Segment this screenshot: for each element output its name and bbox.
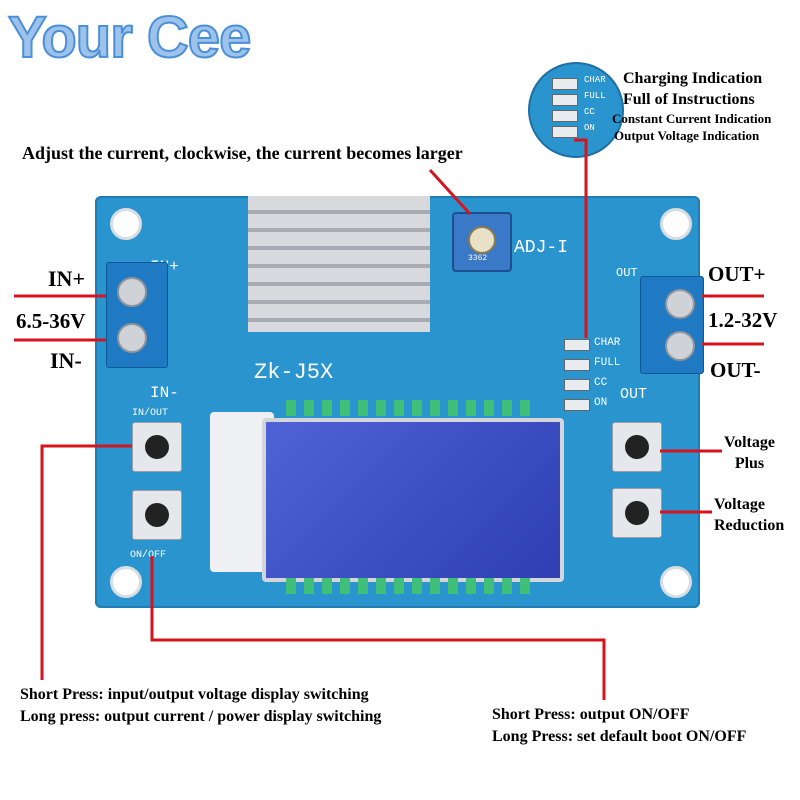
led-char bbox=[564, 339, 590, 351]
silk-out-2: OUT bbox=[620, 386, 648, 403]
voltage-reduction-button[interactable] bbox=[612, 488, 662, 538]
full-of-instructions-label: Full of Instructions bbox=[623, 91, 755, 108]
mounting-hole bbox=[110, 566, 142, 598]
button-cap[interactable] bbox=[145, 503, 169, 527]
long-press-right: Long Press: set default boot ON/OFF bbox=[492, 728, 747, 745]
heatsink bbox=[248, 196, 430, 332]
led-on bbox=[564, 399, 590, 411]
input-terminal bbox=[106, 262, 168, 368]
output-voltage-indication-label: Output Voltage Indication bbox=[614, 128, 760, 143]
zoom-led-label-char: CHAR bbox=[584, 75, 606, 85]
zoom-led-on bbox=[552, 126, 578, 138]
voltage-plus-button[interactable] bbox=[612, 422, 662, 472]
silk-out: OUT bbox=[616, 266, 638, 280]
on-off-button[interactable] bbox=[132, 490, 182, 540]
mounting-hole bbox=[660, 208, 692, 240]
pot-code: 3362 bbox=[468, 254, 488, 263]
adjust-current-label: Adjust the current, clockwise, the curre… bbox=[22, 143, 463, 163]
screw-icon bbox=[665, 289, 695, 319]
zoom-led-cc bbox=[552, 110, 578, 122]
lcd-pins-bottom bbox=[286, 578, 536, 594]
in-plus-label: IN+ bbox=[48, 266, 85, 291]
in-out-button[interactable] bbox=[132, 422, 182, 472]
silk-on-off: ON/OFF bbox=[130, 550, 167, 561]
screw-icon bbox=[117, 277, 147, 307]
silk-in-out: IN/OUT bbox=[132, 408, 169, 419]
output-terminal bbox=[640, 276, 704, 374]
led-label-full: FULL bbox=[594, 357, 621, 369]
button-cap[interactable] bbox=[625, 435, 649, 459]
led-label-cc: CC bbox=[594, 377, 608, 389]
constant-current-label: Constant Current Indication bbox=[612, 111, 772, 126]
voltage-plus-label: Voltage Plus bbox=[724, 434, 775, 472]
silk-adj: ADJ-I bbox=[514, 238, 569, 258]
pot-knob-icon[interactable] bbox=[468, 226, 496, 254]
short-press-right: Short Press: output ON/OFF bbox=[492, 706, 690, 723]
silk-in-minus: IN- bbox=[150, 384, 179, 402]
lcd-display bbox=[262, 418, 564, 582]
long-press-left: Long press: output current / power displ… bbox=[20, 708, 382, 725]
voltage-reduction-label: Voltage Reduction bbox=[714, 496, 785, 534]
zoom-led-char bbox=[552, 78, 578, 90]
in-minus-label: IN- bbox=[50, 348, 82, 373]
zoom-led-label-full: FULL bbox=[584, 91, 606, 101]
button-cap[interactable] bbox=[145, 435, 169, 459]
out-plus-label: OUT+ bbox=[708, 262, 766, 286]
zoom-led-label-on: ON bbox=[584, 123, 595, 133]
screw-icon bbox=[117, 323, 147, 353]
current-potentiometer[interactable]: 3362 bbox=[452, 212, 512, 272]
output-range-label: 1.2-32V bbox=[708, 308, 778, 332]
mounting-hole bbox=[660, 566, 692, 598]
led-zoom-circle: CHAR FULL CC ON bbox=[528, 62, 624, 158]
short-press-left: Short Press: input/output voltage displa… bbox=[20, 686, 369, 703]
led-full bbox=[564, 359, 590, 371]
silk-model: Zk-J5X bbox=[254, 360, 334, 385]
screw-icon bbox=[665, 331, 695, 361]
input-range-label: 6.5-36V bbox=[16, 309, 86, 333]
led-label-char: CHAR bbox=[594, 337, 621, 349]
out-minus-label: OUT- bbox=[710, 358, 761, 382]
mounting-hole bbox=[110, 208, 142, 240]
zoom-led-label-cc: CC bbox=[584, 107, 595, 117]
brand-logo: Your Cee bbox=[7, 4, 252, 71]
led-label-on: ON bbox=[594, 397, 608, 409]
led-cc bbox=[564, 379, 590, 391]
lcd-pins-top bbox=[286, 400, 536, 416]
zoom-led-full bbox=[552, 94, 578, 106]
charging-indication-label: Charging Indication bbox=[623, 70, 763, 87]
button-cap[interactable] bbox=[625, 501, 649, 525]
